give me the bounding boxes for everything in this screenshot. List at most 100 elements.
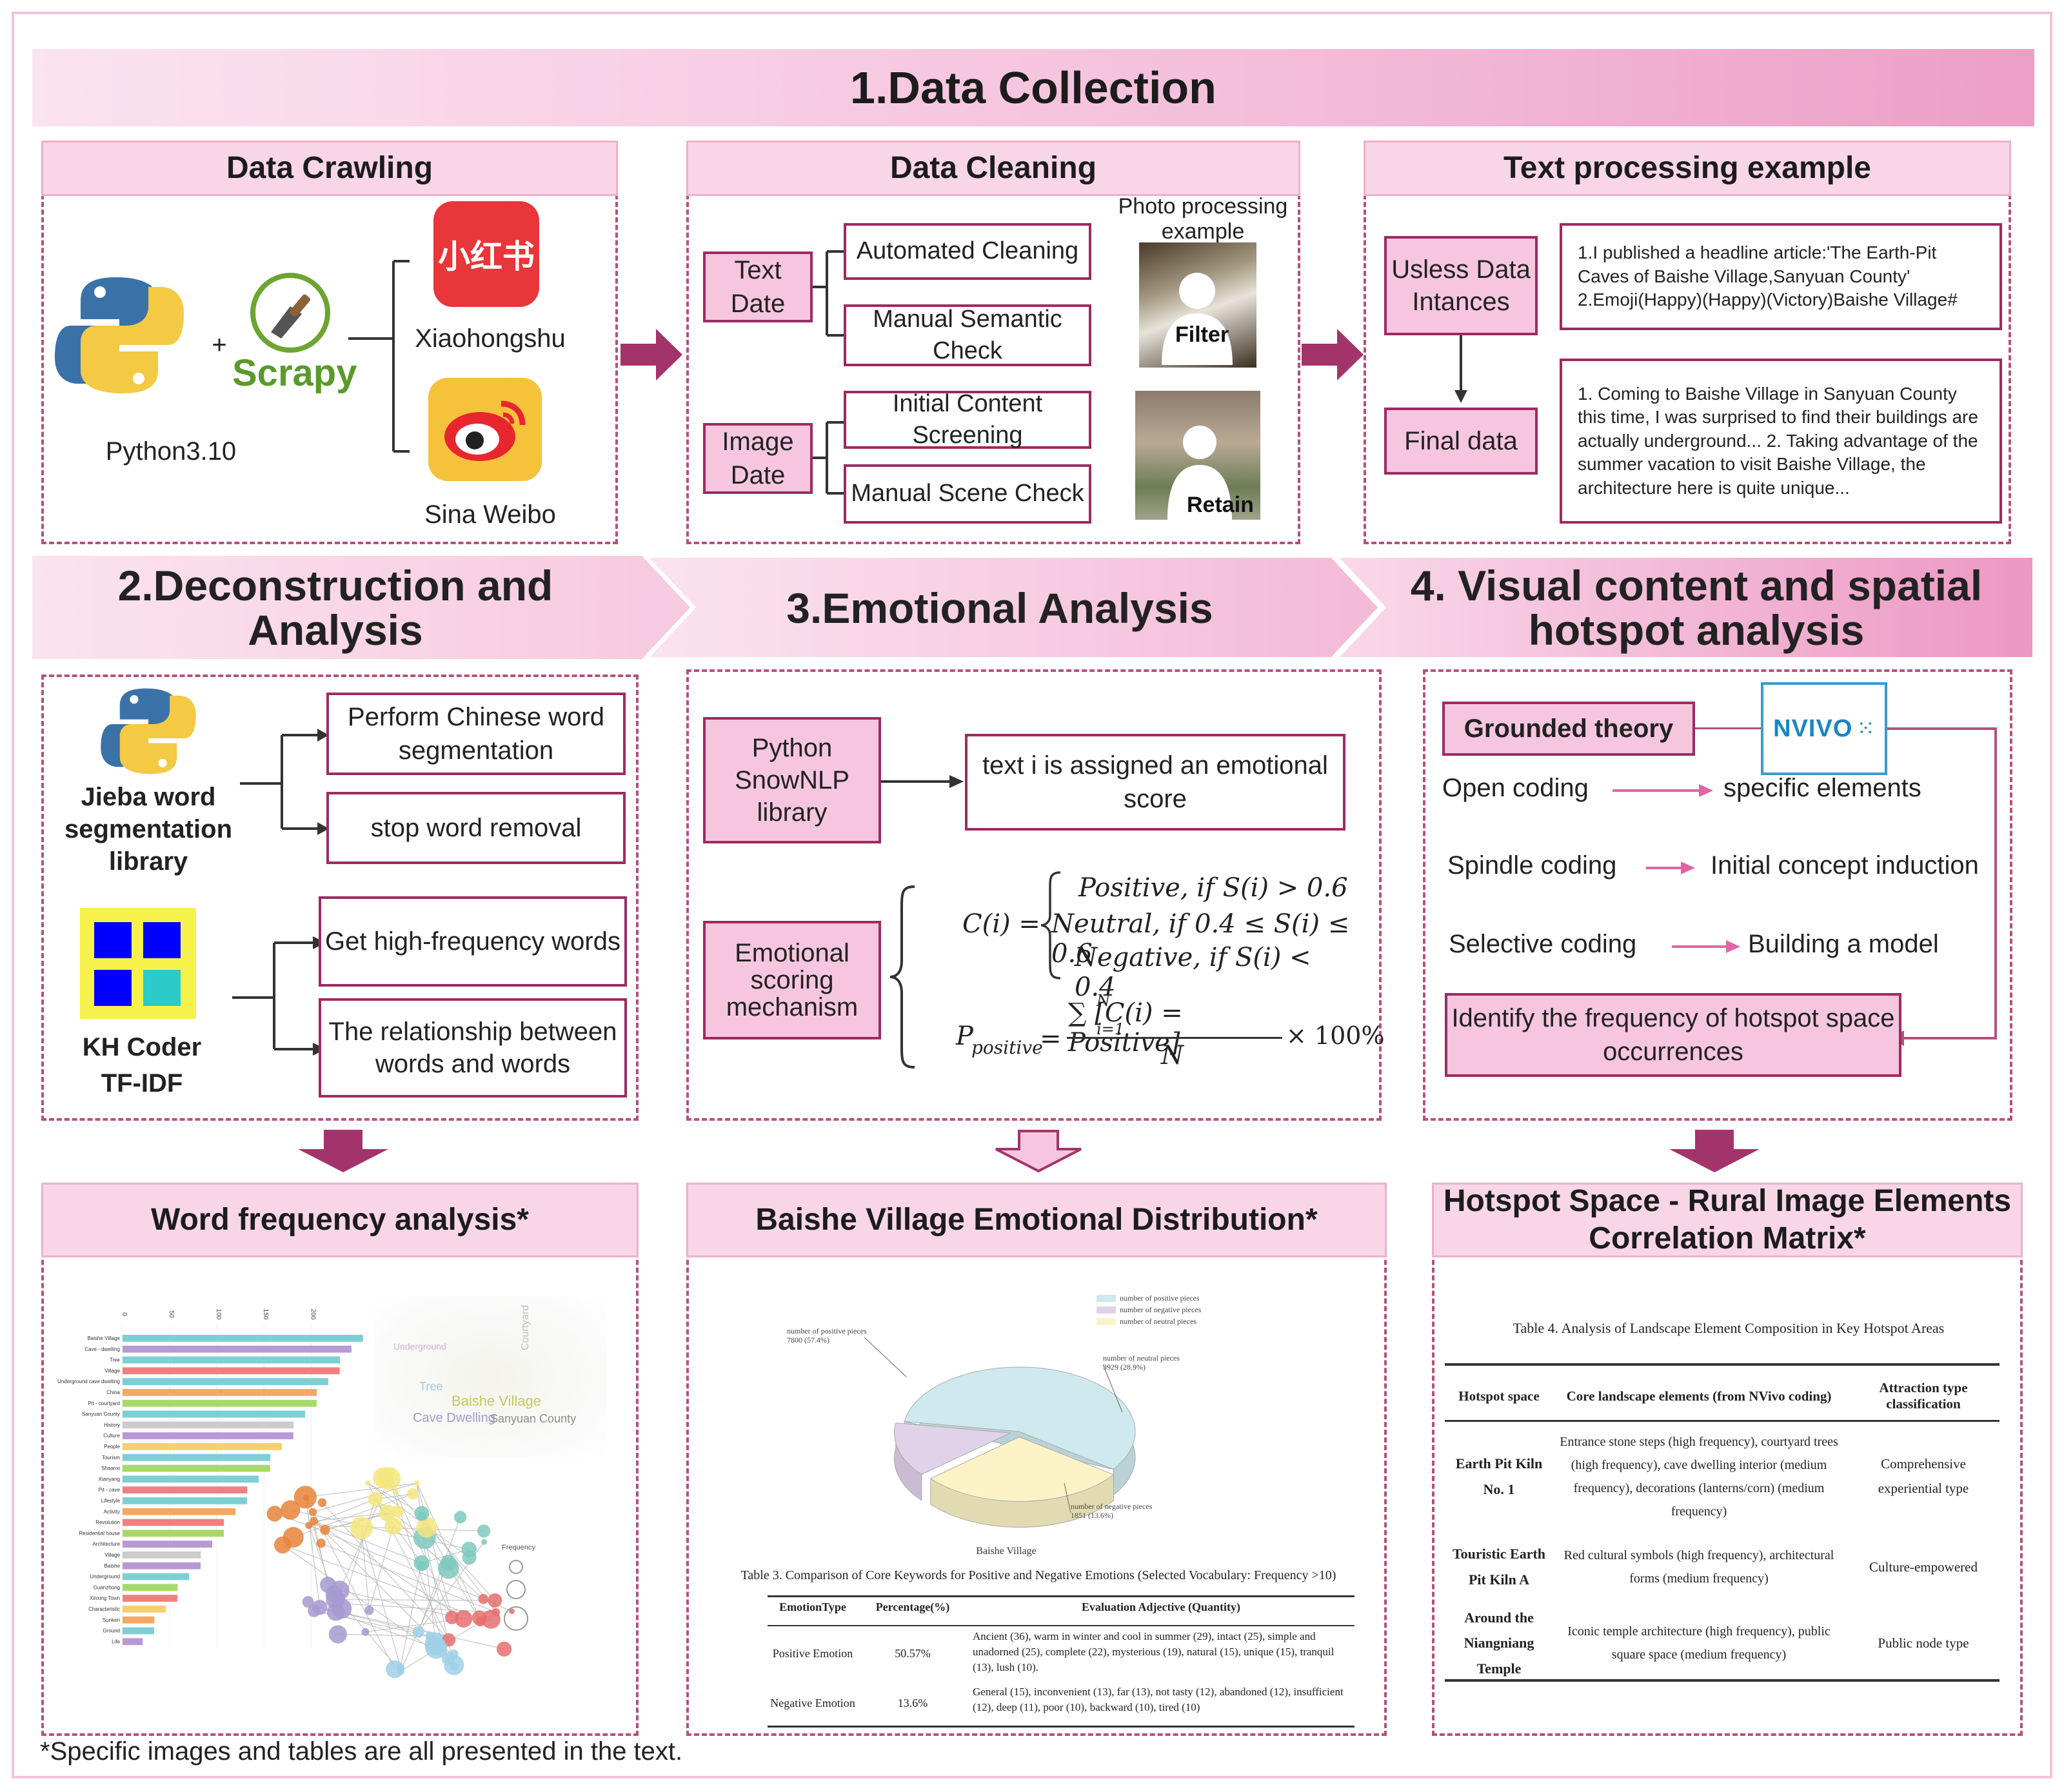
wf-category-label: Baishe Village [87, 1335, 120, 1341]
network-node [368, 1492, 382, 1506]
wf-category-label: Pit - courtyard [88, 1401, 120, 1406]
network-edge [383, 1477, 495, 1601]
cleaning-connector-text [813, 250, 845, 337]
wf-bar [123, 1378, 328, 1385]
wf-bar [123, 1367, 340, 1375]
pie-slice-value: 7800 (57.4%) [787, 1335, 829, 1344]
network-node [386, 1660, 404, 1679]
formula-equals: = [1040, 1024, 1062, 1054]
wf-bar [123, 1616, 155, 1624]
section-banner-chevrons [32, 554, 2036, 661]
network-edge [367, 1482, 450, 1640]
pie-legend-swatch [1096, 1306, 1116, 1314]
snownlp-box: Python SnowNLP library [703, 717, 881, 843]
visual-content-panel [1423, 669, 2012, 1121]
network-node [407, 1488, 419, 1500]
network-node [488, 1593, 502, 1608]
wf-tick-label: 100 [215, 1309, 222, 1320]
useless-example-box: 1.I published a headline article:'The Ea… [1560, 223, 2002, 330]
formula-p: P [956, 1021, 973, 1051]
text-date-box: Text Date [703, 251, 813, 322]
wf-bar [123, 1497, 247, 1504]
wf-bar [123, 1638, 143, 1646]
table4-header-1: Hotspot space [1458, 1388, 1540, 1404]
network-edge [416, 1483, 453, 1618]
nvivo-feedback-line [1887, 727, 1997, 1046]
wf-bar [123, 1475, 259, 1483]
table3-row2-type: Negative Emotion [770, 1696, 855, 1709]
network-node [302, 1596, 314, 1608]
network-node [281, 1500, 301, 1520]
jieba-label: Jieba word segmentation library [64, 783, 233, 876]
text-processing-title: Text processing example [1364, 141, 2011, 196]
sina-weibo-logo [428, 378, 542, 481]
wf-category-label: History [104, 1422, 120, 1428]
network-edge [313, 1521, 328, 1585]
wf-category-label: Village [104, 1368, 120, 1374]
wf-bar [123, 1453, 271, 1461]
network-edge [416, 1482, 480, 1619]
pie-slice-label: number of negative pieces [1071, 1502, 1153, 1511]
table3-row1-pct: 50.57% [895, 1646, 931, 1660]
wf-bar [123, 1530, 224, 1537]
formula-sum-bottom: i=1 [1096, 1020, 1125, 1038]
table4-mid-rule [1445, 1420, 2000, 1422]
network-node [477, 1524, 491, 1538]
pie-legend-label: number of negative pieces [1120, 1305, 1202, 1314]
photo-processing-example-label: Photo processing example [1118, 193, 1288, 244]
table3-header-2: Percentage(%) [875, 1600, 950, 1613]
section-1-banner: 1.Data Collection [32, 49, 2034, 126]
table3-caption: Table 3. Comparison of Core Keywords for… [740, 1568, 1336, 1582]
wf-bar [123, 1508, 236, 1515]
network-edge [368, 1526, 394, 1611]
high-frequency-words-box: Get high-frequency words [319, 896, 627, 987]
wf-category-label: Culture [103, 1433, 120, 1439]
word-frequency-title: Word frequency analysis* [41, 1183, 639, 1257]
table3-row2-pct: 13.6% [897, 1696, 928, 1709]
network-node [471, 1610, 487, 1626]
wf-bar [123, 1627, 155, 1635]
wf-bar [123, 1486, 248, 1493]
network-node [450, 1662, 459, 1671]
wf-category-label: Activity [104, 1509, 120, 1515]
formula-p-subscript: positive [971, 1037, 1043, 1058]
pie-slice [929, 1436, 1115, 1502]
table3-row2-adj: General (15), inconvenient (13), far (13… [973, 1686, 1344, 1713]
network-edge [395, 1492, 453, 1618]
grounded-to-nvivo-line [1695, 727, 1761, 729]
pie-slice-label: number of positive pieces [787, 1326, 867, 1335]
table4-row2-type: Culture-empowered [1869, 1559, 1978, 1575]
down-arrow-3 [1669, 1130, 1760, 1172]
initial-content-screening-box: Initial Content Screening [844, 390, 1091, 449]
network-node [417, 1511, 426, 1521]
wf-category-label: China [106, 1390, 120, 1395]
section-2-title: 2.Deconstruction and Analysis [117, 561, 553, 654]
network-node [413, 1480, 420, 1486]
pie-leader-line [1102, 1364, 1123, 1413]
formula-negative: Negative, if S(i) < 0.4 [1075, 943, 1311, 1002]
word-cloud-word-3: Sanyuan County [490, 1412, 577, 1425]
network-edge [322, 1502, 450, 1640]
filter-label: Filter [1175, 322, 1229, 347]
sina-weibo-label: Sina Weibo [424, 500, 556, 529]
spindle-coding-label: Spindle coding [1447, 851, 1617, 880]
scrapy-label: Scrapy [232, 352, 357, 394]
xiaohongshu-logo-text: 小红书 [438, 238, 535, 275]
network-node [373, 1467, 394, 1489]
network-node [365, 1480, 371, 1486]
kh-square-2 [143, 922, 181, 958]
table4-row1-type: Comprehensive experiential type [1878, 1456, 1969, 1496]
section-1-title: 1.Data Collection [850, 63, 1216, 113]
table4-row3-elements: Iconic temple architecture (high frequen… [1567, 1624, 1831, 1662]
network-node [266, 1506, 283, 1522]
network-edge [319, 1607, 504, 1649]
down-arrow-1 [298, 1130, 388, 1172]
network-node [478, 1593, 489, 1604]
network-node [412, 1626, 424, 1638]
python-logo-small [101, 688, 196, 774]
building-a-model-label: Building a model [1748, 930, 1939, 958]
network-node [392, 1489, 399, 1495]
network-node [438, 1557, 459, 1579]
network-node [481, 1539, 488, 1545]
